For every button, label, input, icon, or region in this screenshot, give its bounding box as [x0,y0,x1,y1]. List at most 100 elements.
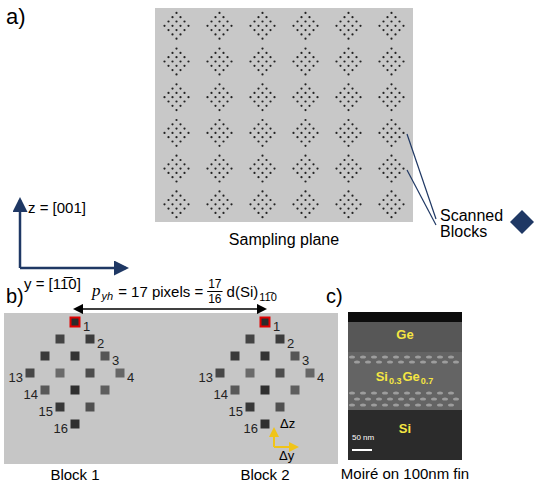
moire-spot [437,355,443,358]
sample-dot [210,128,212,130]
sample-dot [300,105,302,107]
sample-dot [382,172,384,174]
sample-dot [378,203,380,205]
sample-dot [390,56,392,58]
sample-dot [257,96,259,98]
sample-dot [222,60,224,62]
sample-dot [175,100,177,102]
sample-dot [402,132,404,134]
sample-dot [386,168,388,170]
sample-dot [347,119,349,121]
sample-dot [261,109,263,111]
sample-dot [312,100,314,102]
sample-dot [308,168,310,170]
scan-panel-ground [4,313,338,464]
sample-dot [304,180,306,182]
sample-dot [312,199,314,201]
sample-dot [253,92,255,94]
sample-dot [183,136,185,138]
sample-dot [163,203,165,205]
plane-caption: Sampling plane [229,232,339,248]
sample-dot [206,168,208,170]
sample-dot [218,163,220,165]
sample-dot [175,119,177,121]
sample-dot [273,96,275,98]
sample-dot [343,105,345,107]
sample-dot [300,212,302,214]
moire-spot [415,355,421,358]
sample-dot [347,199,349,201]
sample-dot [210,136,212,138]
sample-dot [183,128,185,130]
sample-dot [308,140,310,142]
sample-dot [183,29,185,31]
sample-dot [265,176,267,178]
callout-number: 4 [317,371,324,384]
sample-dot [183,92,185,94]
sample-dot [257,195,259,197]
layer-label: Si [399,422,411,435]
sample-dot [230,25,232,27]
callout-number: 4 [127,371,134,384]
sample-dot [378,60,380,62]
layer-label: Si [376,370,388,383]
sample-dot [355,172,357,174]
sample-dot [347,109,349,111]
moire-spot [393,355,399,358]
sample-dot [316,96,318,98]
scan-square [246,369,255,378]
sample-dot [179,123,181,125]
sample-dot [226,208,228,210]
sample-dot [167,65,169,67]
sample-dot [347,38,349,40]
sample-dot [269,20,271,22]
sample-dot [394,159,396,161]
sample-dot [253,172,255,174]
layer-subscript: 0.3 [389,377,402,386]
sample-dot [261,172,263,174]
sample-dot [265,69,267,71]
sample-dot [222,88,224,90]
sample-dot [183,172,185,174]
moire-spot [448,391,454,394]
sample-dot [343,16,345,18]
sample-dot [382,56,384,58]
scan-square [291,352,300,361]
block-label: Block 1 [50,467,99,482]
sample-dot [394,60,396,62]
sample-dot [316,203,318,205]
sample-dot [171,88,173,90]
sample-dot [222,140,224,142]
sample-dot [265,132,267,134]
sample-dot [343,140,345,142]
sample-dot [214,96,216,98]
scan-square [56,369,65,378]
scan-square [86,369,95,378]
sample-dot [304,20,306,22]
sample-dot [359,25,361,27]
scan-square [231,386,240,395]
sample-dot [257,69,259,71]
sample-dot [335,132,337,134]
scan-square [261,420,270,429]
sample-dot [386,176,388,178]
sample-dot [179,60,181,62]
sample-dot [394,25,396,27]
sample-dot [355,65,357,67]
sample-dot [390,208,392,210]
sample-dot [265,16,267,18]
scan-square [71,318,80,327]
sample-dot [214,176,216,178]
sample-dot [179,176,181,178]
sample-dot [382,199,384,201]
sample-dot [343,88,345,90]
sample-dot [292,168,294,170]
sample-dot [226,100,228,102]
sample-dot [343,52,345,54]
sample-dot [398,128,400,130]
sample-dot [296,128,298,130]
sample-dot [269,29,271,31]
sample-dot [355,20,357,22]
sample-dot [394,132,396,134]
moire-spot [431,397,437,400]
